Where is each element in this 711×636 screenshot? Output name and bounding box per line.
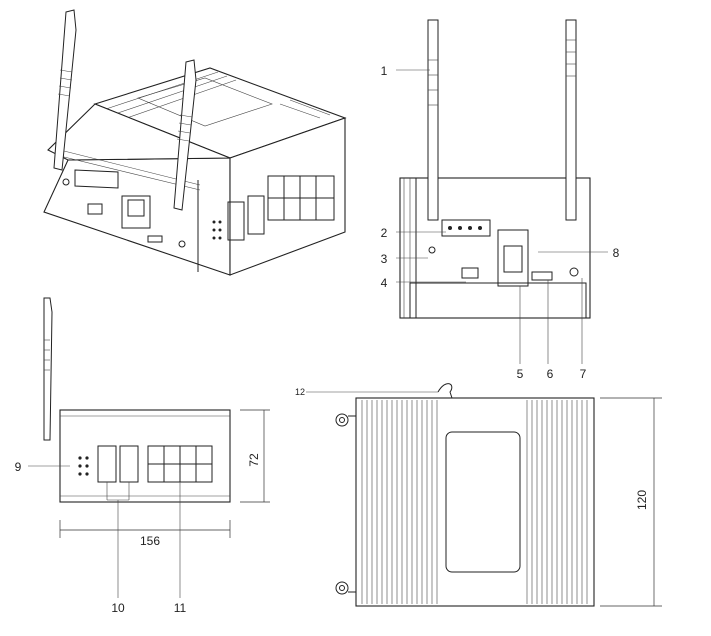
callout-4: 4 — [381, 276, 388, 290]
side-view — [28, 297, 270, 598]
front-leaders — [396, 69, 608, 364]
isometric-view — [43, 9, 347, 276]
callout-7: 7 — [580, 367, 587, 381]
dimension-height-label: 72 — [247, 453, 261, 467]
dimension-depth-label: 120 — [635, 490, 649, 510]
callout-12: 12 — [295, 387, 305, 397]
callout-8: 8 — [613, 246, 620, 260]
callout-9: 9 — [15, 460, 22, 474]
callout-6: 6 — [547, 367, 554, 381]
dimension-width-label: 156 — [140, 534, 160, 548]
callout-5: 5 — [517, 367, 524, 381]
callout-2: 2 — [381, 226, 388, 240]
callout-10: 10 — [111, 601, 125, 615]
callout-3: 3 — [381, 252, 388, 266]
top-view — [306, 383, 662, 607]
callout-1: 1 — [381, 64, 388, 78]
callout-11: 11 — [174, 601, 187, 615]
front-view — [399, 19, 591, 319]
